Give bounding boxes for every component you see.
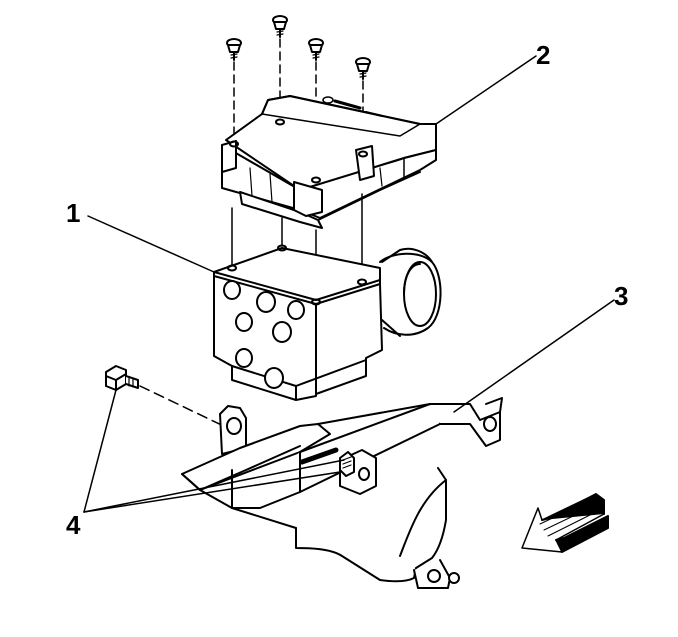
control-module — [221, 95, 437, 229]
callout-4: 4 — [66, 510, 81, 540]
callout-3: 3 — [614, 281, 629, 311]
leader-lines — [83, 55, 615, 513]
bolt-alignment-line — [139, 385, 233, 431]
callout-2: 2 — [536, 40, 551, 70]
hydraulic-modulator — [213, 244, 442, 401]
bolt-icon — [105, 365, 139, 391]
mounting-bracket — [181, 397, 503, 589]
screw-icon — [226, 38, 242, 61]
callout-1: 1 — [66, 198, 81, 228]
direction-arrow-icon — [521, 493, 609, 553]
screw-icon — [355, 57, 371, 80]
screw-icon — [272, 15, 288, 38]
screw-icon — [308, 38, 324, 61]
